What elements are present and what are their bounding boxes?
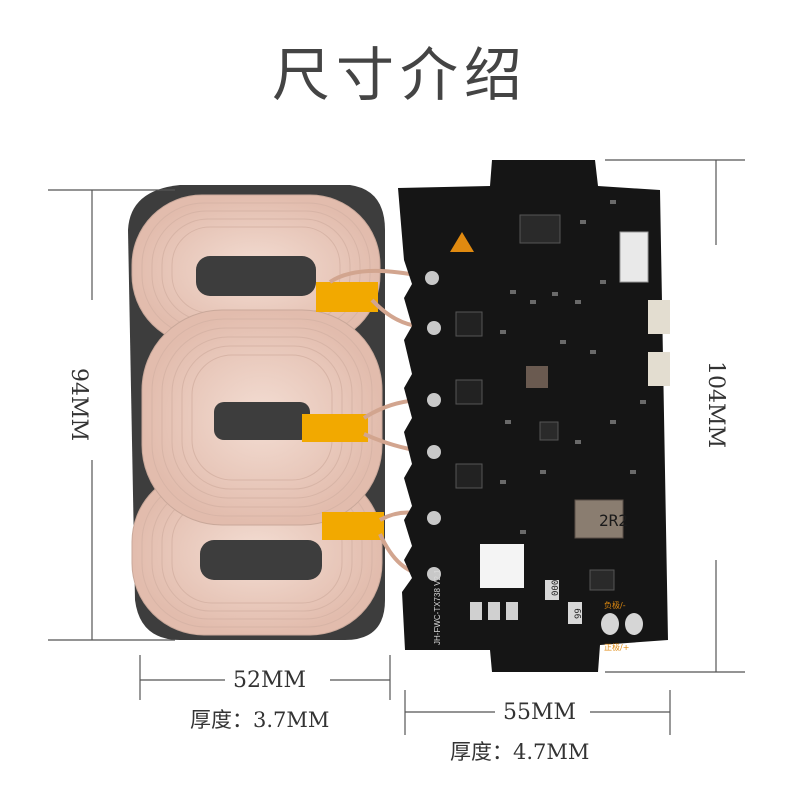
- negative-label: 负极/-: [604, 600, 626, 610]
- coil-width-label: 52MM: [233, 668, 307, 693]
- tape-middle: [302, 414, 368, 442]
- pcb-board: [398, 160, 670, 672]
- tape-top: [316, 282, 378, 312]
- board-height-label: 104MM: [703, 360, 729, 449]
- chip-marking-2: 99: [574, 608, 584, 619]
- chip-marking-1: 000: [551, 580, 561, 596]
- board-width-label: 55MM: [503, 700, 577, 725]
- coil-height-label: 94MM: [66, 367, 92, 442]
- page-title: 尺寸介绍: [271, 41, 528, 109]
- positive-label: 正极/+: [604, 642, 629, 652]
- board-thickness-label: 厚度：4.7MM: [450, 740, 590, 764]
- silkscreen-model: JH-FWC-TX738 V2.1: [433, 569, 442, 645]
- tape-bottom: [322, 512, 384, 540]
- inductor-marking: 2R2: [599, 511, 628, 530]
- coil-thickness-label: 厚度：3.7MM: [190, 708, 330, 732]
- dimension-lines: [48, 159, 745, 735]
- coil-middle: [141, 309, 383, 526]
